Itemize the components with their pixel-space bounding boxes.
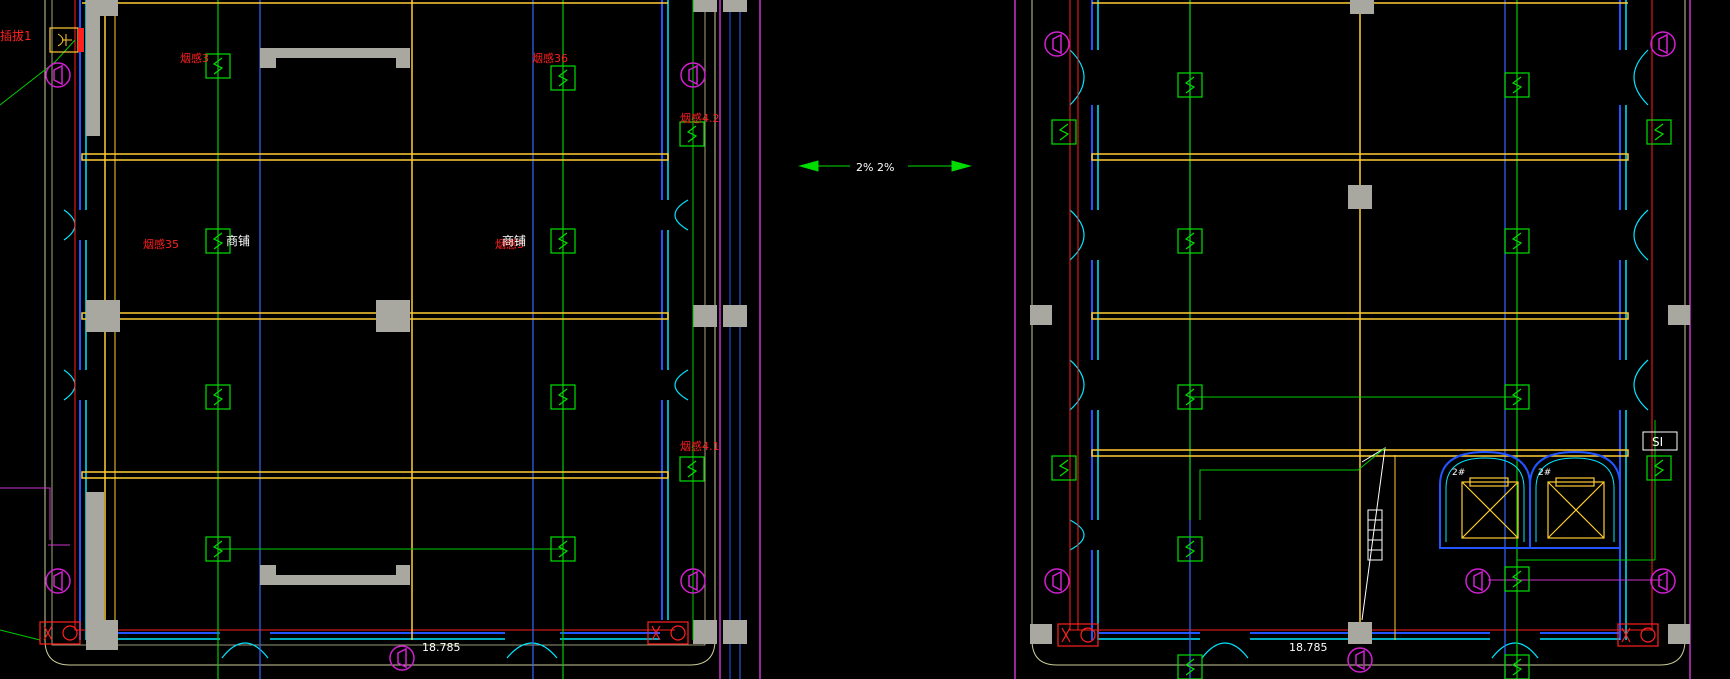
elevator-icon [1547, 477, 1605, 539]
smoke-detector-icon [1177, 228, 1203, 254]
right-speakers [1044, 31, 1676, 673]
right-boundary [1014, 0, 1691, 679]
speaker-icon [1650, 31, 1676, 57]
left-gray-notches [276, 58, 396, 575]
text-labels: 插拔1 烟感3 烟感36 烟感35 烟感3 烟感4.2 烟感4.1 商铺 商铺 … [0, 28, 1663, 654]
smoke-detector-icon [205, 228, 231, 254]
right-axis-lines [1189, 0, 1518, 679]
left-walls [63, 0, 689, 659]
speaker-icon [1044, 568, 1070, 594]
smoke-detector-icon [550, 384, 576, 410]
room-label: 商铺 [226, 233, 250, 248]
smoke-detector-icon [1177, 72, 1203, 98]
slope-label-bg [850, 158, 908, 174]
smoke-detector-icon [1646, 455, 1672, 481]
right-walls [1069, 0, 1649, 659]
elevator-icon [1461, 477, 1519, 539]
fire-hydrant-icon [1057, 623, 1099, 647]
si-label: SI [1652, 435, 1663, 449]
left-hydrants [39, 621, 689, 645]
smoke-tag: 烟感35 [143, 237, 179, 251]
fire-hydrant-icon [1617, 623, 1659, 647]
smoke-detector-icon [679, 121, 705, 147]
left-smoke-detectors [205, 53, 705, 562]
speaker-icon [1347, 647, 1373, 673]
left-boundary [44, 0, 761, 679]
stair-tag: 2# [1452, 468, 1465, 478]
smoke-tag: 烟感4.2 [680, 111, 720, 125]
smoke-detector-icon [1177, 536, 1203, 562]
smoke-detector-icon [205, 53, 231, 79]
elevation-label: 18.785 [422, 641, 461, 654]
speaker-icon [1044, 31, 1070, 57]
speaker-icon [389, 645, 415, 671]
smoke-detector-icon [1504, 72, 1530, 98]
smoke-tag: 烟感3 [495, 237, 524, 251]
smoke-detector-icon [205, 536, 231, 562]
smoke-tag: 烟感3 [180, 51, 209, 65]
fire-hydrant-icon [647, 621, 689, 645]
smoke-detector-icon [1051, 455, 1077, 481]
right-red-circuit [1069, 0, 1653, 631]
smoke-detector-icon [550, 65, 576, 91]
si-junction-box [1642, 431, 1678, 451]
smoke-detector-icon [679, 456, 705, 482]
smoke-detector-icon [1504, 566, 1530, 592]
right-beams [1091, 2, 1629, 457]
fire-hydrant-icon [39, 621, 81, 645]
smoke-detector-icon [550, 228, 576, 254]
stair-tag: 2# [1538, 468, 1551, 478]
left-beams [81, 2, 669, 479]
smoke-detector-icon [550, 536, 576, 562]
speaker-icon [1650, 568, 1676, 594]
smoke-detector-icon [1177, 654, 1203, 679]
smoke-detector-icon [1177, 384, 1203, 410]
speaker-icon [1465, 568, 1491, 594]
elevation-label: 18.785 [1289, 641, 1328, 654]
left-speakers [45, 62, 706, 671]
elevators [1439, 450, 1621, 549]
right-smoke-detectors [1051, 72, 1672, 679]
speaker-icon [680, 62, 706, 88]
smoke-detector-icon [1504, 654, 1530, 679]
stair-shaft-green [1357, 447, 1386, 471]
smoke-tag: 烟感4.1 [680, 439, 720, 453]
smoke-tag: 烟感36 [532, 51, 568, 65]
left-wiring [0, 0, 694, 641]
speaker-icon [45, 62, 71, 88]
room-label: 商铺 [502, 233, 526, 248]
top-left-tag: 插拔1 [0, 28, 32, 43]
junction-box-icon [49, 27, 84, 53]
left-magenta-circuit [0, 487, 70, 546]
left-plan [0, 0, 761, 679]
left-gray-blocks [86, 0, 747, 650]
right-wiring [1190, 396, 1656, 561]
right-hydrants [1057, 623, 1659, 647]
right-gray-blocks [1030, 0, 1690, 644]
right-plan [1014, 0, 1691, 679]
smoke-detector-icon [1051, 119, 1077, 145]
speaker-icon [680, 568, 706, 594]
smoke-detector-icon [1646, 119, 1672, 145]
slope-label: 2% 2% [856, 161, 894, 174]
stair-shaft [1361, 447, 1386, 621]
speaker-icon [45, 568, 71, 594]
smoke-detector-icon [1504, 384, 1530, 410]
left-red-circuit [74, 0, 675, 631]
smoke-detector-icon [1504, 228, 1530, 254]
smoke-detector-icon [205, 384, 231, 410]
